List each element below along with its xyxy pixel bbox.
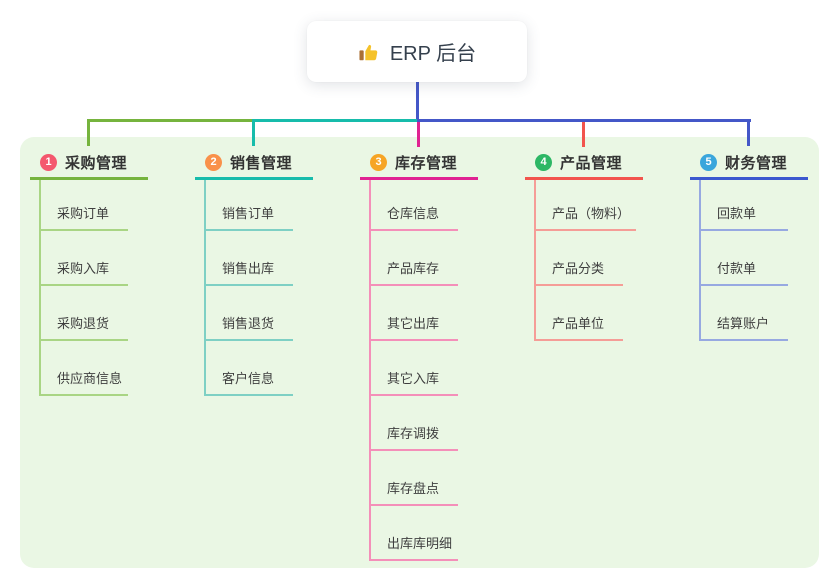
branch-number-badge: 5 xyxy=(700,153,717,171)
branch-node[interactable]: 4 产品管理 xyxy=(525,147,643,180)
branch-child-connector-line xyxy=(204,180,206,396)
child-node[interactable]: 其它入库 xyxy=(369,341,458,396)
branch-number-badge: 3 xyxy=(370,153,387,171)
child-node[interactable]: 结算账户 xyxy=(699,286,788,341)
child-node[interactable]: 付款单 xyxy=(699,231,788,286)
child-node[interactable]: 产品库存 xyxy=(369,231,458,286)
thumbs-up-icon xyxy=(358,41,380,63)
branch-node[interactable]: 3 库存管理 xyxy=(360,147,478,180)
child-node[interactable]: 销售出库 xyxy=(204,231,293,286)
child-node[interactable]: 库存盘点 xyxy=(369,451,458,506)
connector-line xyxy=(252,119,255,146)
child-list: 仓库信息产品库存其它出库其它入库库存调拨库存盘点出库库明细 xyxy=(369,180,522,561)
branches-panel xyxy=(20,137,819,568)
child-node[interactable]: 销售订单 xyxy=(204,180,293,231)
connector-line xyxy=(252,119,417,122)
connector-line xyxy=(87,119,90,146)
branch-column: 3 库存管理仓库信息产品库存其它出库其它入库库存调拨库存盘点出库库明细 xyxy=(360,147,522,561)
branch-column: 5 财务管理回款单付款单结算账户 xyxy=(690,147,839,341)
child-node[interactable]: 采购订单 xyxy=(39,180,128,231)
child-node[interactable]: 产品单位 xyxy=(534,286,623,341)
branch-label: 采购管理 xyxy=(65,154,128,172)
branch-label: 产品管理 xyxy=(560,154,623,172)
child-list: 销售订单销售出库销售退货客户信息 xyxy=(204,180,357,396)
child-node[interactable]: 出库库明细 xyxy=(369,506,459,561)
child-list: 采购订单采购入库采购退货供应商信息 xyxy=(39,180,192,396)
branch-column: 2 销售管理销售订单销售出库销售退货客户信息 xyxy=(195,147,357,396)
child-node[interactable]: 供应商信息 xyxy=(39,341,129,396)
child-node[interactable]: 其它出库 xyxy=(369,286,458,341)
child-node[interactable]: 采购入库 xyxy=(39,231,128,286)
branch-node[interactable]: 2 销售管理 xyxy=(195,147,313,180)
connector-line xyxy=(87,119,254,122)
child-node[interactable]: 回款单 xyxy=(699,180,788,231)
branch-child-connector-line xyxy=(39,180,41,396)
branch-node[interactable]: 5 财务管理 xyxy=(690,147,808,180)
branch-label: 库存管理 xyxy=(395,154,458,172)
child-node[interactable]: 库存调拨 xyxy=(369,396,458,451)
branch-number-badge: 2 xyxy=(205,153,222,171)
branch-column: 1 采购管理采购订单采购入库采购退货供应商信息 xyxy=(30,147,192,396)
branch-label: 销售管理 xyxy=(230,154,293,172)
branch-child-connector-line xyxy=(699,180,701,341)
child-list: 回款单付款单结算账户 xyxy=(699,180,839,341)
child-node[interactable]: 仓库信息 xyxy=(369,180,458,231)
child-node[interactable]: 产品分类 xyxy=(534,231,623,286)
connector-line xyxy=(417,119,751,122)
root-label: ERP 后台 xyxy=(389,43,477,65)
branch-child-connector-line xyxy=(534,180,536,341)
connector-line xyxy=(747,119,750,146)
branch-label: 财务管理 xyxy=(725,154,788,172)
branch-child-connector-line xyxy=(369,180,371,561)
root-stem-line xyxy=(416,82,419,119)
branch-number-badge: 1 xyxy=(40,153,57,171)
child-node[interactable]: 产品（物料） xyxy=(534,180,637,231)
branch-column: 4 产品管理产品（物料）产品分类产品单位 xyxy=(525,147,687,341)
branch-number-badge: 4 xyxy=(535,153,552,171)
child-node[interactable]: 采购退货 xyxy=(39,286,128,341)
child-node[interactable]: 销售退货 xyxy=(204,286,293,341)
branch-node[interactable]: 1 采购管理 xyxy=(30,147,148,180)
child-list: 产品（物料）产品分类产品单位 xyxy=(534,180,687,341)
root-node[interactable]: ERP 后台 xyxy=(307,21,527,82)
connector-line xyxy=(417,122,420,147)
connector-line xyxy=(582,122,585,147)
child-node[interactable]: 客户信息 xyxy=(204,341,293,396)
